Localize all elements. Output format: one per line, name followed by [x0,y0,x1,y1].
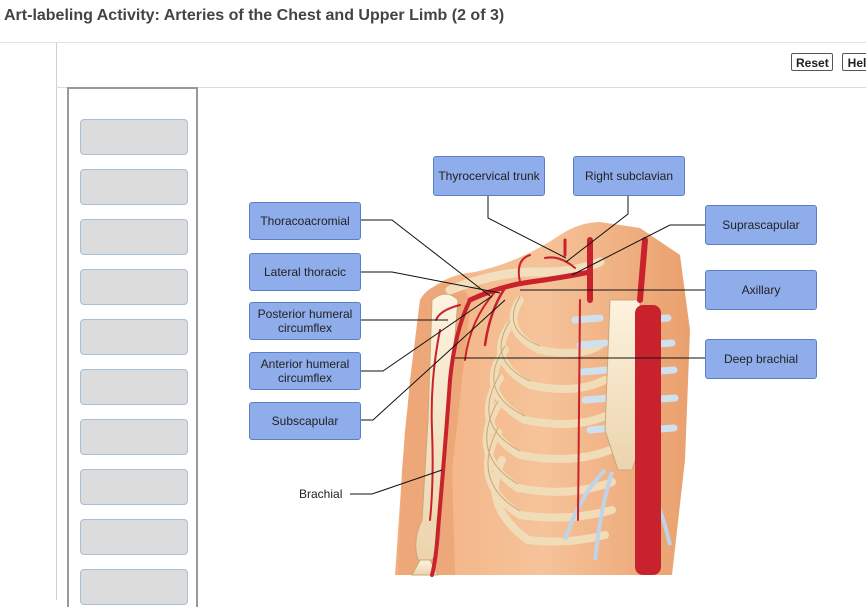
drop-slot-3[interactable] [80,219,188,255]
rib-cage-outline [486,295,541,512]
drop-slot-8[interactable] [80,469,188,505]
aorta [635,305,661,575]
header-divider [0,42,866,43]
label-drop-panel [67,87,198,607]
label-subscapular[interactable]: Subscapular [249,402,361,440]
toolbar-divider [56,87,866,88]
label-anterior-humeral-circumflex[interactable]: Anterior humeral circumflex [249,352,361,390]
drop-slot-2[interactable] [80,169,188,205]
label-posterior-humeral-circumflex[interactable]: Posterior humeral circumflex [249,302,361,340]
drop-slot-5[interactable] [80,319,188,355]
help-button[interactable]: Hel [842,53,866,71]
leader-lines [350,196,705,495]
label-thyrocervical-trunk[interactable]: Thyrocervical trunk [433,156,545,196]
label-lateral-thoracic[interactable]: Lateral thoracic [249,253,361,291]
label-axillary[interactable]: Axillary [705,270,817,310]
drop-slot-1[interactable] [80,119,188,155]
label-thoracoacromial[interactable]: Thoracoacromial [249,202,361,240]
drop-slot-4[interactable] [80,269,188,305]
drop-slot-9[interactable] [80,519,188,555]
label-brachial: Brachial [299,487,343,501]
clavicle-bone [445,257,605,295]
label-right-subclavian[interactable]: Right subclavian [573,156,685,196]
drop-slot-6[interactable] [80,369,188,405]
reset-button[interactable]: Reset [791,53,833,71]
page-title: Art-labeling Activity: Arteries of the C… [4,7,505,24]
label-deep-brachial[interactable]: Deep brachial [705,339,817,379]
label-suprascapular[interactable]: Suprascapular [705,205,817,245]
left-divider [56,43,57,600]
drop-slot-7[interactable] [80,419,188,455]
